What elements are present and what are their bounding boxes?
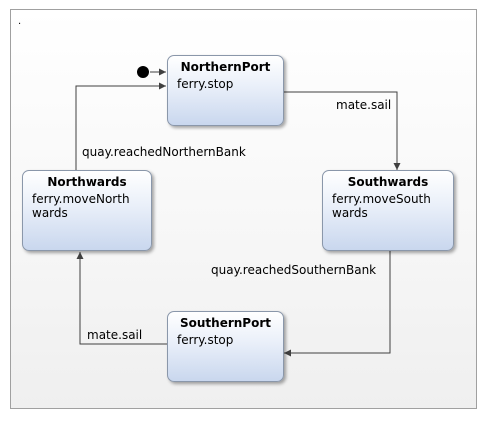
state-action: ferry.stop <box>177 77 234 91</box>
state-northern-port[interactable]: NorthernPort ferry.stop <box>167 55 284 126</box>
state-southern-port[interactable]: SouthernPort ferry.stop <box>167 311 284 382</box>
corner-mark: . <box>18 16 22 27</box>
initial-state-dot <box>137 66 149 78</box>
wire-northern-to-southwards <box>284 91 401 170</box>
transition-label-mate-sail: mate.sail <box>336 98 392 112</box>
wire-southwards-to-southern <box>284 250 391 357</box>
state-name: Northwards <box>47 175 127 189</box>
transition-label-mate-sail: mate.sail <box>87 328 143 342</box>
state-name: NorthernPort <box>180 60 271 74</box>
wire-southern-to-northwards <box>76 252 168 345</box>
wire-northwards-to-northern <box>75 82 166 170</box>
state-action: ferry.moveSouth wards <box>332 192 431 220</box>
state-action: ferry.stop <box>177 333 234 347</box>
state-southwards[interactable]: Southwards ferry.moveSouth wards <box>322 170 454 251</box>
state-action: ferry.moveNorth wards <box>32 192 130 220</box>
transition-label-reached-southern-bank: quay.reachedSouthernBank <box>211 263 377 277</box>
state-name: Southwards <box>347 175 429 189</box>
state-northwards[interactable]: Northwards ferry.moveNorth wards <box>22 170 152 251</box>
state-name: SouthernPort <box>179 316 271 330</box>
transition-label-reached-northern-bank: quay.reachedNorthernBank <box>82 145 246 159</box>
